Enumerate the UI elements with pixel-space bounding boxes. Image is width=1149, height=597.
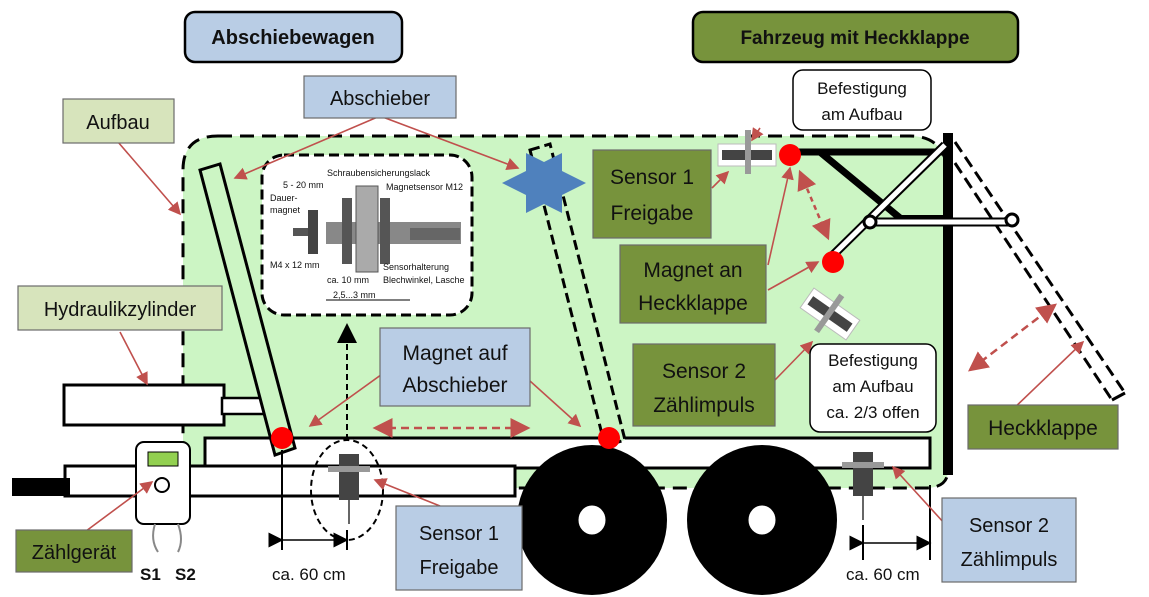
title-fahrzeug: Fahrzeug mit Heckklappe	[691, 10, 1020, 64]
detail-inset: Schraubensicherungslack 5 - 20 mm Magnet…	[260, 153, 474, 317]
svg-text:am Aufbau: am Aufbau	[832, 377, 913, 396]
svg-text:Freigabe: Freigabe	[611, 202, 694, 225]
label-sensor1-freigabe-top: Sensor 1 Freigabe	[592, 149, 712, 239]
svg-text:Zählimpuls: Zählimpuls	[653, 394, 755, 417]
dimension-right	[849, 485, 932, 560]
detail-range: 5 - 20 mm	[283, 180, 324, 190]
pusher-solid	[198, 162, 297, 457]
detail-halterung-2: Blechwinkel, Lasche	[383, 275, 465, 285]
label-sensor2-zaehl-bottom: Sensor 2 Zählimpuls	[941, 497, 1077, 583]
label-aufbau: Aufbau	[62, 98, 175, 144]
label-heckklappe: Heckklappe	[967, 404, 1119, 450]
magnet-pusher-right	[598, 427, 620, 449]
detail-magnetsensor: Magnetsensor M12	[386, 182, 463, 192]
svg-text:Heckklappe: Heckklappe	[988, 417, 1098, 440]
tailgate-shape	[943, 141, 1127, 402]
label-befestigung-top: Befestigung am Aufbau	[792, 69, 932, 131]
sensor2-middle	[799, 287, 861, 341]
svg-text:Abschieber: Abschieber	[402, 374, 507, 397]
svg-text:Sensor 1: Sensor 1	[419, 523, 499, 545]
svg-text:Zählgerät: Zählgerät	[32, 542, 117, 564]
svg-text:Magnet an: Magnet an	[643, 259, 742, 282]
detail-halterung-1: Sensorhalterung	[383, 262, 449, 272]
sensor1-top	[717, 130, 777, 174]
hydraulic-cylinder	[62, 383, 274, 427]
svg-text:Sensor 2: Sensor 2	[662, 360, 746, 383]
label-s2: S2	[175, 565, 196, 584]
svg-text:Zählimpuls: Zählimpuls	[961, 549, 1058, 571]
detail-ca10: ca. 10 mm	[327, 275, 369, 285]
label-dist-left: ca. 60 cm	[272, 565, 346, 584]
rear-pillar	[943, 133, 953, 475]
dimension-left	[268, 450, 349, 550]
svg-text:Hydraulikzylinder: Hydraulikzylinder	[44, 299, 197, 321]
svg-text:Aufbau: Aufbau	[86, 112, 149, 134]
detail-m4: M4 x 12 mm	[270, 260, 320, 270]
detail-schraube: Schraubensicherungslack	[327, 168, 431, 178]
magnet-tailgate	[822, 251, 844, 273]
magnet-pusher-left	[271, 427, 293, 449]
svg-text:Befestigung: Befestigung	[817, 79, 907, 98]
counter-device	[135, 441, 191, 553]
svg-text:Magnet auf: Magnet auf	[402, 342, 507, 365]
svg-text:ca. 2/3 offen: ca. 2/3 offen	[826, 403, 919, 422]
svg-text:am Aufbau: am Aufbau	[821, 105, 902, 124]
pointer-arrows	[77, 115, 1085, 538]
svg-text:Sensor 1: Sensor 1	[610, 166, 694, 189]
label-magnet-abschieber: Magnet auf Abschieber	[379, 327, 531, 407]
svg-text:Abschieber: Abschieber	[330, 88, 430, 110]
label-dist-right: ca. 60 cm	[846, 565, 920, 584]
label-befestigung-mid: Befestigung am Aufbau ca. 2/3 offen	[809, 343, 937, 433]
svg-text:Befestigung: Befestigung	[828, 351, 918, 370]
hinge-linkage	[788, 141, 1020, 264]
detail-dauermagnet-1: Dauer-	[270, 193, 298, 203]
wheel-front	[517, 445, 667, 595]
svg-text:Fahrzeug mit Heckklappe: Fahrzeug mit Heckklappe	[740, 28, 969, 49]
label-magnet-heckklappe: Magnet an Heckklappe	[619, 244, 767, 324]
label-sensor1-freigabe-bottom: Sensor 1 Freigabe	[395, 505, 523, 591]
title-abschiebewagen: Abschiebewagen	[183, 10, 404, 64]
sensor1-bottom	[328, 454, 370, 524]
svg-text:Sensor 2: Sensor 2	[969, 515, 1049, 537]
pusher-dashed	[528, 142, 627, 448]
detail-dauermagnet-2: magnet	[270, 205, 301, 215]
detail-gap: 2,5...3 mm	[333, 290, 376, 300]
label-abschieber: Abschieber	[303, 75, 457, 119]
label-s1: S1	[140, 565, 161, 584]
sensor2-bottom	[842, 452, 884, 520]
label-hydraulik: Hydraulikzylinder	[17, 285, 223, 331]
svg-text:Heckklappe: Heckklappe	[638, 292, 748, 315]
label-sensor2-zaehl-mid: Sensor 2 Zählimpuls	[632, 343, 776, 427]
label-zaehlgeraet: Zählgerät	[15, 529, 133, 573]
svg-text:Abschiebewagen: Abschiebewagen	[211, 27, 374, 49]
svg-text:Freigabe: Freigabe	[420, 557, 499, 579]
magnet-top	[779, 144, 801, 166]
wheel-rear	[687, 445, 837, 595]
